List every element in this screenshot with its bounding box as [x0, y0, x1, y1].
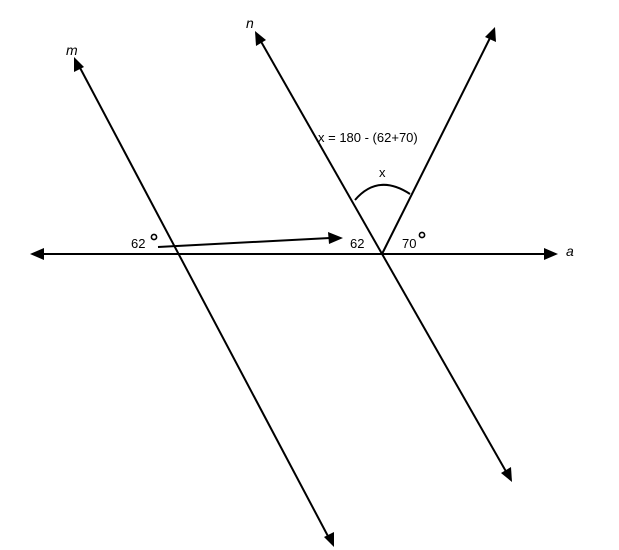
line-n-label: n	[246, 15, 254, 31]
line-a-right-arrowhead	[544, 248, 558, 260]
ray-upper-right	[381, 27, 496, 255]
line-m-top-arrowhead	[74, 57, 84, 72]
line-n	[255, 31, 512, 482]
angle-right-degree-symbol	[418, 231, 426, 239]
angle-left-label: 62	[131, 236, 145, 251]
line-a	[30, 248, 558, 260]
line-m-bottom-arrowhead	[324, 532, 334, 547]
angle-x-label: x	[379, 165, 386, 180]
angle-mid-label: 62	[350, 236, 364, 251]
transfer-arrow	[157, 232, 343, 248]
angle-left-degree-symbol	[150, 233, 158, 241]
line-n-bottom-arrowhead	[501, 467, 512, 482]
line-m	[74, 57, 334, 547]
equation-label: x = 180 - (62+70)	[318, 130, 418, 145]
transfer-arrowhead	[328, 232, 343, 244]
line-m-label: m	[66, 42, 78, 58]
angle-x-arc	[354, 183, 411, 201]
line-a-left-arrowhead	[30, 248, 44, 260]
ray-upper-right-arrowhead	[485, 27, 496, 42]
angle-right-label: 70	[402, 236, 416, 251]
line-a-label: a	[566, 243, 574, 259]
line-n-top-arrowhead	[255, 31, 266, 46]
